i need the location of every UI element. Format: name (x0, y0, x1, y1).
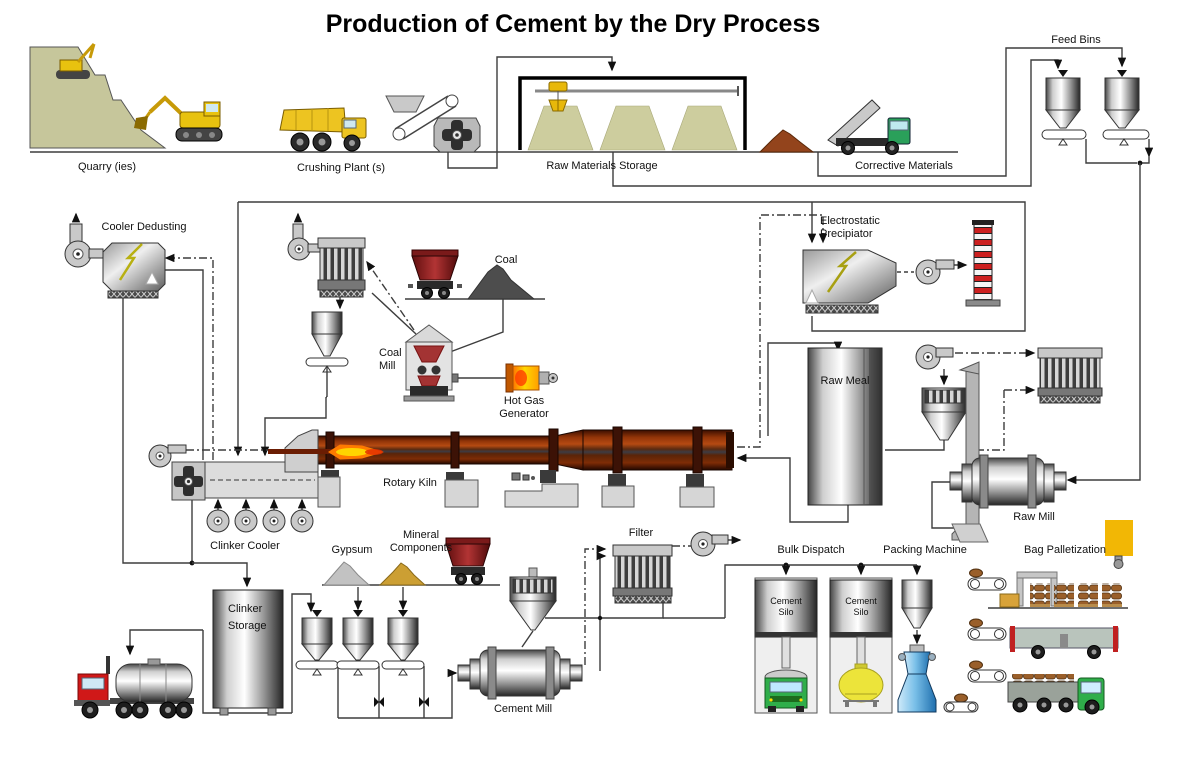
raw-mill-circuit (915, 344, 1133, 569)
cement-silo-1-unit (754, 577, 818, 714)
coal-mill-unit (403, 324, 459, 402)
label-coal-mill: Coal Mill (379, 347, 402, 372)
quarry-hill (29, 46, 167, 149)
additive-bins (295, 610, 429, 707)
cooler-fans (206, 498, 314, 533)
packing-unit (897, 523, 989, 713)
label-bag-palletization: Bag Palletization (1024, 544, 1106, 556)
bin-icon (295, 610, 339, 676)
bin-icon (381, 610, 425, 676)
kiln-drive-platform (504, 483, 579, 508)
label-corrective-materials: Corrective Materials (855, 160, 953, 172)
label-raw-mill: Raw Mill (1013, 511, 1055, 523)
kiln-tyre (450, 431, 460, 469)
bag-conveyor-icon (967, 568, 1007, 591)
storage-pile (671, 105, 738, 151)
cement-filter-unit (612, 531, 729, 604)
feed-bin-1 (1041, 70, 1087, 146)
bag-conveyor-icon (967, 618, 1007, 641)
rail-tanker-icon (838, 663, 884, 707)
dump-truck-icon (279, 107, 367, 152)
label-cement-silo-2: Cement Silo (845, 596, 877, 617)
kiln-pier (317, 476, 341, 508)
cyclone-icon (921, 387, 967, 441)
label-hot-gas-generator: Hot Gas Generator (499, 395, 549, 420)
label-clinker-cooler: Clinker Cooler (210, 540, 280, 552)
cooler-dedusting-unit (64, 212, 166, 299)
feed-conveyor-icon (385, 94, 459, 141)
valve-icon (374, 697, 384, 707)
coal-wagon-icon (408, 249, 462, 299)
label-clinker-storage: Clinker Storage (228, 603, 267, 632)
kiln-tyre (692, 426, 703, 474)
bag-truck-icon (1007, 674, 1105, 715)
raw-mill-icon (949, 454, 1067, 509)
bag-conveyor-icon (967, 660, 1007, 683)
kiln-tyre (612, 426, 623, 474)
label-raw-meal: Raw Meal (820, 375, 870, 387)
gypsum-pile (322, 561, 371, 586)
coal-pile (467, 264, 536, 300)
label-cement-silo-1: Cement Silo (770, 596, 802, 617)
flatbed-trailer-icon (1009, 626, 1119, 659)
label-cement-mill: Cement Mill (493, 703, 553, 715)
storage-building (518, 76, 747, 151)
cement-mill-unit (457, 646, 583, 700)
label-filter: Filter (628, 527, 654, 539)
label-quarry: Quarry (ies) (77, 161, 137, 173)
label-bulk-dispatch: Bulk Dispatch (777, 544, 845, 556)
bin-icon (336, 610, 380, 676)
label-feed-bins: Feed Bins (1051, 34, 1101, 46)
label-gypsum: Gypsum (331, 544, 373, 556)
tanker-truck-icon (74, 656, 194, 719)
crusher-icon (433, 117, 481, 153)
storage-pile (527, 105, 594, 151)
storage-pile (599, 105, 666, 151)
overhead-crane-icon (535, 81, 739, 112)
valve-icon (419, 697, 429, 707)
excavator-icon (134, 95, 223, 142)
bag-pallets (1030, 583, 1122, 607)
cement-silo-2-unit (829, 577, 893, 714)
tipper-truck-icon (827, 99, 911, 155)
additive-wagon-icon (445, 537, 491, 585)
label-electrostatic-precipitator: Electrostatic Precipiator (820, 215, 880, 240)
rotary-kiln-unit (268, 426, 734, 508)
raw-mill-filter (1037, 347, 1103, 404)
label-cooler-dedusting: Cooler Dedusting (101, 221, 187, 233)
bag-conveyor-icon (943, 693, 979, 713)
cement-cyclone-icon (509, 567, 557, 631)
label-crushing-plant: Crushing Plant (s) (296, 162, 386, 174)
corrective-pile (758, 129, 815, 153)
label-packing-machine: Packing Machine (883, 544, 967, 556)
palletization-unit (967, 568, 1122, 715)
burner-pipe (268, 449, 332, 454)
kiln-pier (679, 486, 715, 508)
exhaust-stack-icon (965, 220, 1001, 307)
clinker-storage-unit (212, 589, 284, 716)
label-coal: Coal (494, 254, 518, 266)
page-title: Production of Cement by the Dry Process (325, 10, 821, 38)
packing-machine-icon (903, 651, 931, 675)
label-mineral-components: Mineral Components (389, 529, 453, 554)
label-raw-materials-storage: Raw Materials Storage (546, 160, 658, 172)
kiln-pier (601, 485, 635, 508)
quarry-scene (29, 43, 223, 149)
kiln-pier (444, 479, 479, 508)
hot-gas-generator-unit (505, 363, 558, 393)
mineral-pile (378, 562, 427, 586)
kiln-feed-filter-unit (287, 212, 366, 398)
feed-bin-2 (1102, 70, 1150, 146)
kiln-tyre (548, 428, 559, 472)
drill-rig-icon (56, 43, 96, 79)
bulk-truck-icon (764, 669, 808, 712)
raw-meal-silo (807, 347, 883, 506)
hot-gas-generator-2-icon (1105, 520, 1133, 569)
label-rotary-kiln: Rotary Kiln (383, 477, 437, 489)
esp-unit (802, 220, 1001, 314)
